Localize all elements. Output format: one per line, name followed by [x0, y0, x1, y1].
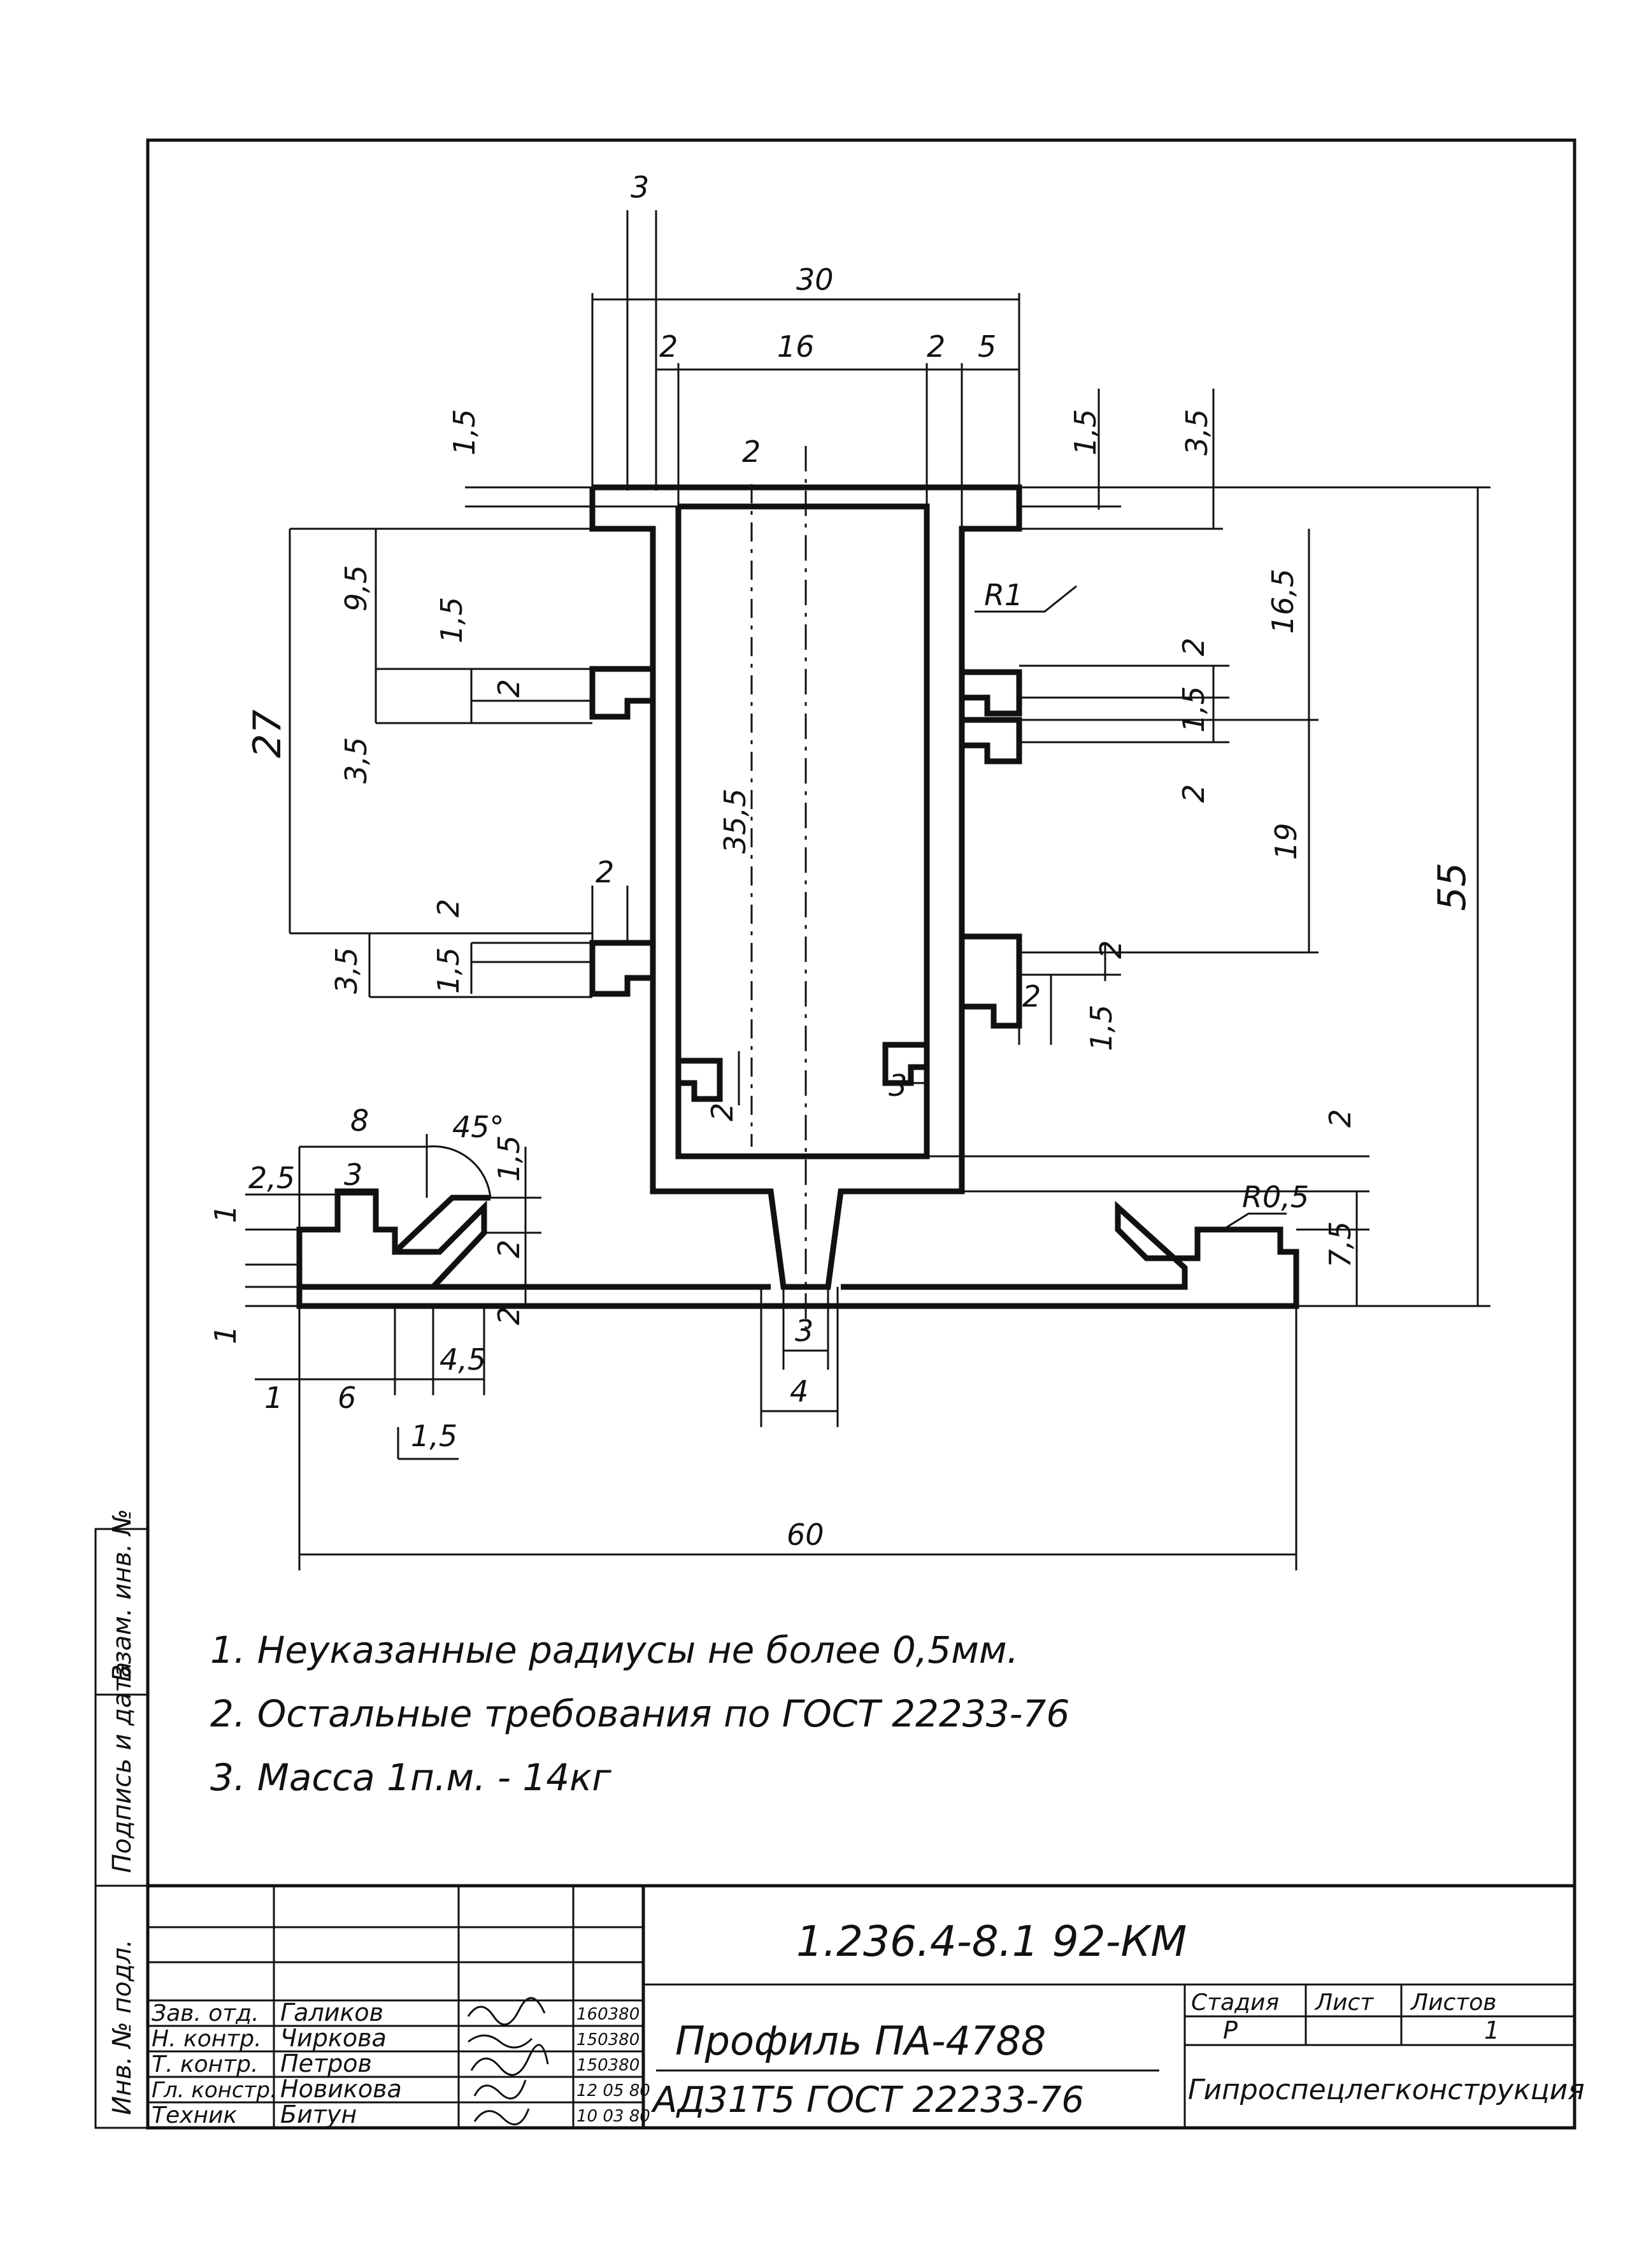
dim-5: 5 — [978, 329, 996, 364]
dim-2-inner: 2 — [705, 1103, 740, 1121]
note-1: 1. Неуказанные радиусы не более 0,5мм. — [210, 1628, 1019, 1672]
vzam-inv-label: Взам. инв. № — [108, 1509, 137, 1682]
dim-3-inner: 3 — [889, 1068, 907, 1103]
center-lines — [750, 446, 807, 1338]
dim-2-e: 2 — [1022, 979, 1041, 1014]
dim-1-5-topright: 1,5 — [1068, 409, 1103, 456]
dim-1-5-under: 1,5 — [411, 1419, 457, 1453]
signature-scribbles — [467, 1997, 549, 2125]
dim-3-top: 3 — [631, 170, 649, 205]
sig-name-4: Битун — [280, 2100, 357, 2128]
sig-name-0: Галиков — [280, 1999, 383, 2027]
sheets-value: 1 — [1484, 2016, 1499, 2044]
dim-16-5: 16,5 — [1266, 569, 1300, 634]
sig-name-3: Новикова — [280, 2075, 402, 2103]
dim-16: 16 — [777, 329, 815, 364]
drawing-material: АД31Т5 ГОСТ 22233-76 — [651, 2079, 1084, 2121]
dim-3-5-topright: 3,5 — [1180, 409, 1214, 456]
sig-date-0: 160380 — [576, 2005, 640, 2024]
dim-2-left: 2 — [659, 329, 678, 364]
dim-19: 19 — [1269, 822, 1303, 860]
dim-2-center: 2 — [742, 434, 761, 469]
dim-1-5-a: 1,5 — [434, 597, 469, 643]
sig-role-1: Н. контр. — [152, 2026, 262, 2052]
dim-3-hook: 3 — [344, 1158, 362, 1192]
dim-8: 8 — [350, 1103, 369, 1138]
dim-1-b: 1 — [208, 1326, 243, 1344]
dim-4-stem: 4 — [790, 1374, 808, 1409]
stage-label: Стадия — [1191, 1990, 1279, 2016]
dim-1-c: 1 — [264, 1381, 283, 1415]
dim-2-r2: 2 — [1176, 784, 1211, 803]
signature-rows: Зав. отд. Галиков 160380 Н. контр. Чирко… — [152, 1999, 650, 2128]
sig-role-4: Техник — [152, 2102, 237, 2128]
dim-27: 27 — [245, 710, 290, 758]
dim-3-5-b: 3,5 — [329, 947, 364, 994]
sig-name-2: Петров — [280, 2049, 372, 2078]
dim-3-5-a: 3,5 — [339, 737, 373, 784]
dim-1-a: 1 — [208, 1205, 243, 1223]
dim-2-r: 2 — [1176, 638, 1211, 656]
dim-2-d: 2 — [1094, 940, 1128, 959]
dim-2-bottom: 2 — [1323, 1109, 1357, 1128]
sig-name-1: Чиркова — [280, 2024, 387, 2052]
podpis-data-label: Подпись и дата — [108, 1662, 137, 1873]
organization: Гипроспецлегконструкция — [1188, 2074, 1585, 2106]
dim-55: 55 — [1430, 863, 1475, 911]
dim-2-hook2: 2 — [492, 1307, 526, 1325]
sig-role-2: Т. контр. — [152, 2051, 258, 2078]
note-2: 2. Остальные требования по ГОСТ 22233-76 — [210, 1692, 1069, 1735]
dim-r1: R1 — [984, 578, 1023, 612]
dim-2-a: 2 — [492, 679, 526, 698]
dim-60: 60 — [787, 1518, 824, 1552]
note-3: 3. Масса 1п.м. - 14кг — [210, 1756, 611, 1799]
dim-1-5-hook: 1,5 — [492, 1135, 526, 1182]
dim-1-5-topleft: 1,5 — [447, 409, 482, 456]
dim-1-5-r: 1,5 — [1176, 686, 1211, 733]
dimension-texts: 3 30 2 16 2 5 1,5 2 1,5 3,5 9,5 1,5 2 27… — [208, 170, 1475, 1552]
dim-2-hook: 2 — [492, 1240, 526, 1258]
dim-30: 30 — [796, 262, 834, 297]
stage-value: Р — [1223, 2016, 1238, 2044]
drawing-title: Профиль ПА-4788 — [675, 2018, 1046, 2064]
dim-2-right: 2 — [927, 329, 945, 364]
sheets-label: Листов — [1410, 1990, 1496, 2016]
sheet-label: Лист — [1314, 1990, 1374, 2016]
inv-podl-label: Инв. № подл. — [108, 1939, 137, 2115]
dim-6: 6 — [338, 1381, 356, 1415]
sheet-frame — [146, 138, 1576, 2130]
dimension-lines — [245, 210, 1490, 1570]
sig-role-3: Гл. констр. — [152, 2078, 277, 2103]
notes: 1. Неуказанные радиусы не более 0,5мм. 2… — [210, 1628, 1069, 1799]
sig-date-4: 10 03 80 — [576, 2107, 650, 2126]
dim-45deg: 45° — [452, 1110, 504, 1144]
sig-date-1: 150380 — [576, 2030, 640, 2049]
designation: 1.236.4-8.1 92-КМ — [796, 1917, 1187, 1966]
sig-date-2: 150380 — [576, 2056, 640, 2075]
sig-role-0: Зав. отд. — [152, 2000, 259, 2027]
dim-35-5: 35,5 — [718, 789, 752, 854]
margin-stamp: Взам. инв. № Подпись и дата Инв. № подл. — [94, 1509, 149, 2129]
dim-2-b: 2 — [431, 899, 466, 917]
sig-date-3: 12 05 80 — [576, 2081, 650, 2100]
dim-1-5-e: 1,5 — [1084, 1005, 1119, 1051]
dim-7-5: 7,5 — [1323, 1221, 1357, 1268]
dim-9-5: 9,5 — [339, 565, 373, 612]
dim-2-5: 2,5 — [248, 1161, 295, 1195]
dim-3-stem: 3 — [795, 1314, 813, 1348]
title-block: 1.236.4-8.1 92-КМ Профиль ПА-4788 АД31Т5… — [148, 1884, 1585, 2128]
dim-2-c: 2 — [596, 855, 614, 889]
dim-4-5: 4,5 — [440, 1342, 486, 1377]
dim-r0-5: R0,5 — [1242, 1180, 1309, 1214]
dim-1-5-b: 1,5 — [431, 947, 466, 994]
